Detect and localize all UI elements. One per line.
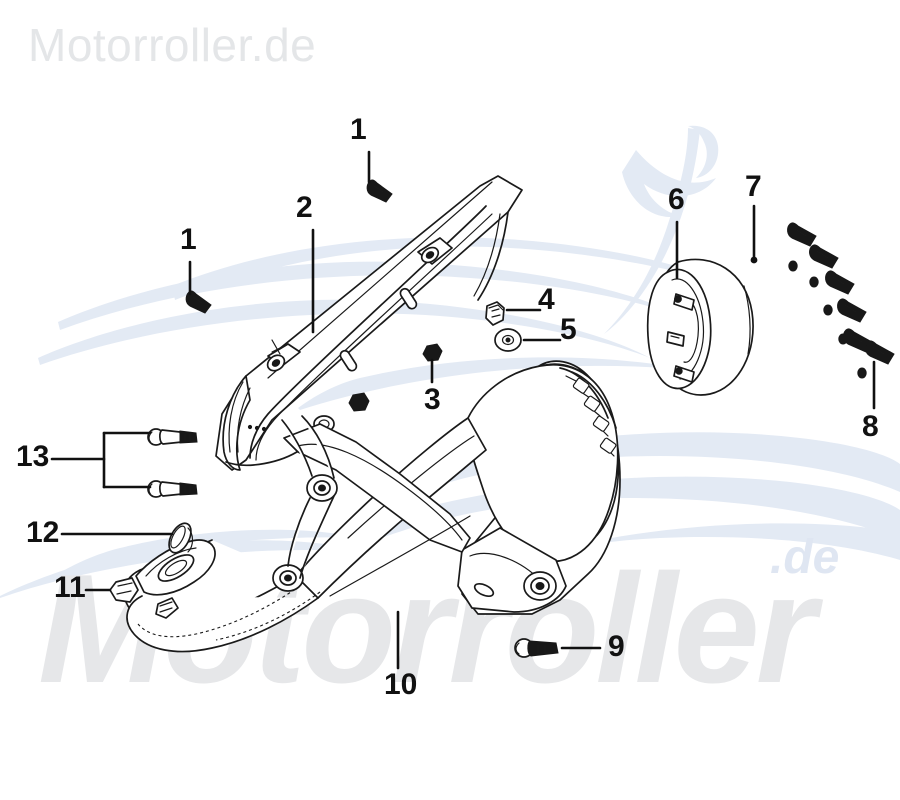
part-mount-bolt [514,638,559,658]
callout-label-12[interactable]: 12 [26,516,60,549]
callout-label-7[interactable]: 7 [745,170,762,203]
part-nut-collar [485,301,505,326]
part-bolt-lower-right [865,340,895,365]
callout-label-1a[interactable]: 1 [350,113,367,146]
part-heat-shield [215,175,523,471]
callout-label-4[interactable]: 4 [538,283,555,316]
part-gasket-ring [168,522,194,554]
part-exhaust-assembly [123,360,621,653]
header-watermark: Motorroller.de [28,19,317,71]
callout-label-9[interactable]: 9 [608,630,625,663]
part-washer-set [787,222,873,379]
callout-label-6[interactable]: 6 [668,183,685,216]
callout-label-10[interactable]: 10 [384,668,418,701]
callout-label-2[interactable]: 2 [296,191,313,224]
part-stud-bolt-pair [147,428,198,498]
part-nut-small [422,343,443,362]
bottom-watermark-suffix: .de [770,531,840,584]
part-washer [494,328,522,352]
callout-label-13[interactable]: 13 [16,440,50,473]
part-bolt-upper [366,179,393,203]
callout-label-11[interactable]: 11 [54,571,86,604]
callout-label-5[interactable]: 5 [560,313,577,346]
callout-label-3[interactable]: 3 [424,383,441,416]
part-end-cap-ring [646,258,754,396]
callout-label-1b[interactable]: 1 [180,223,197,256]
callout-label-8[interactable]: 8 [862,410,879,443]
